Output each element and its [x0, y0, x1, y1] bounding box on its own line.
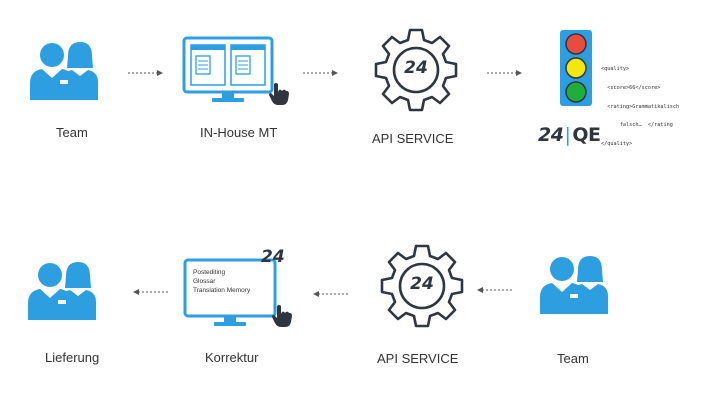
- traffic-light-icon: [556, 28, 596, 108]
- qe-logo-separator: |: [564, 124, 571, 146]
- inhouse-mt-monitor-icon: [182, 36, 292, 104]
- api-gear-icon-top: 24: [372, 26, 460, 114]
- flow-arrow-2: [303, 70, 338, 76]
- team-icon-top: [22, 38, 108, 100]
- panel-item-translation-memory: Translation Memory: [193, 287, 251, 294]
- xml-line: falsch… </rating: [601, 122, 673, 129]
- qe-logo: 24|QE: [538, 124, 601, 146]
- team-icon-bottom: [532, 252, 618, 314]
- api-gear-icon-bottom: 24: [378, 242, 466, 330]
- api-service-label-bottom: API SERVICE: [377, 351, 459, 366]
- correction-label: Korrektur: [205, 350, 259, 365]
- flow-arrow-3: [487, 70, 522, 76]
- xml-line: <score>66</score>: [601, 85, 661, 91]
- gear-logo-bottom: 24: [410, 274, 434, 294]
- flow-arrow-4: [477, 287, 512, 293]
- inhouse-mt-label: IN-House MT: [200, 125, 278, 140]
- hand-pointer-icon-top: [268, 82, 290, 106]
- panel-item-postediting: Postediting: [193, 269, 226, 276]
- gear-logo-top: 24: [404, 58, 428, 78]
- flow-arrow-5: [313, 291, 348, 297]
- delivery-label: Lieferung: [45, 350, 100, 365]
- xml-line: <quality>: [601, 66, 630, 73]
- panel-item-glossar: Glossar: [193, 278, 216, 285]
- hand-pointer-icon-bottom: [271, 304, 293, 328]
- flow-arrow-1: [128, 70, 163, 76]
- qe-logo-text: QE: [572, 124, 601, 146]
- delivery-team-icon: [20, 258, 106, 320]
- flow-arrow-6: [133, 289, 168, 295]
- xml-line: </quality>: [601, 140, 633, 147]
- xml-line: <rating>Grammatikalisch: [601, 103, 680, 110]
- team-label-bottom: Team: [557, 351, 589, 366]
- qe-logo-number: 24: [538, 124, 564, 146]
- correction-panel: Postediting Glossar Translation Memory: [193, 268, 250, 295]
- quality-xml-snippet: <quality> <score>66</score> <rating>Gram…: [601, 54, 679, 153]
- correction-monitor-icon: [183, 258, 283, 328]
- api-service-label-top: API SERVICE: [372, 131, 454, 146]
- team-label-top: Team: [56, 125, 88, 140]
- correction-logo: 24: [261, 247, 285, 267]
